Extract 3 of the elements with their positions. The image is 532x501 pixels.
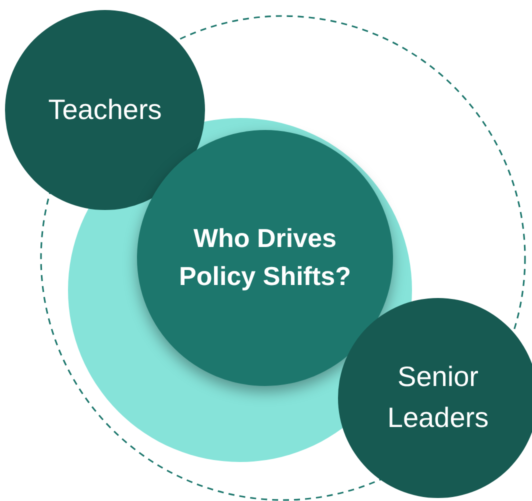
node-label: Senior Leaders — [386, 360, 490, 435]
node-label: Teachers — [48, 92, 162, 127]
node-label: Who Drives Policy Shifts? — [178, 222, 352, 293]
